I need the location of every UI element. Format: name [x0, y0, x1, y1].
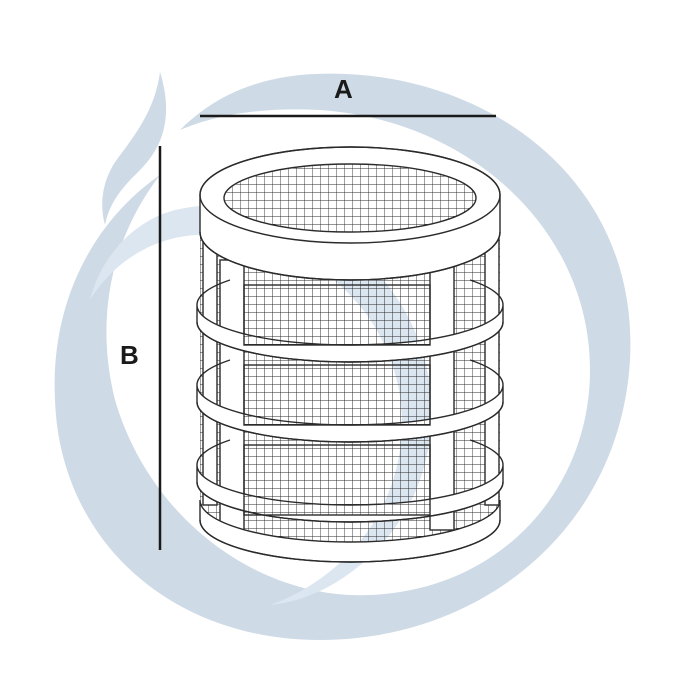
dimension-label-a: A — [334, 74, 353, 104]
dimension-label-b: B — [120, 340, 139, 370]
watermark-logo-icon — [54, 72, 631, 640]
watermark-flame — [102, 72, 167, 225]
strainer-basket — [196, 146, 504, 563]
watermark-inner-swirl — [90, 205, 432, 605]
